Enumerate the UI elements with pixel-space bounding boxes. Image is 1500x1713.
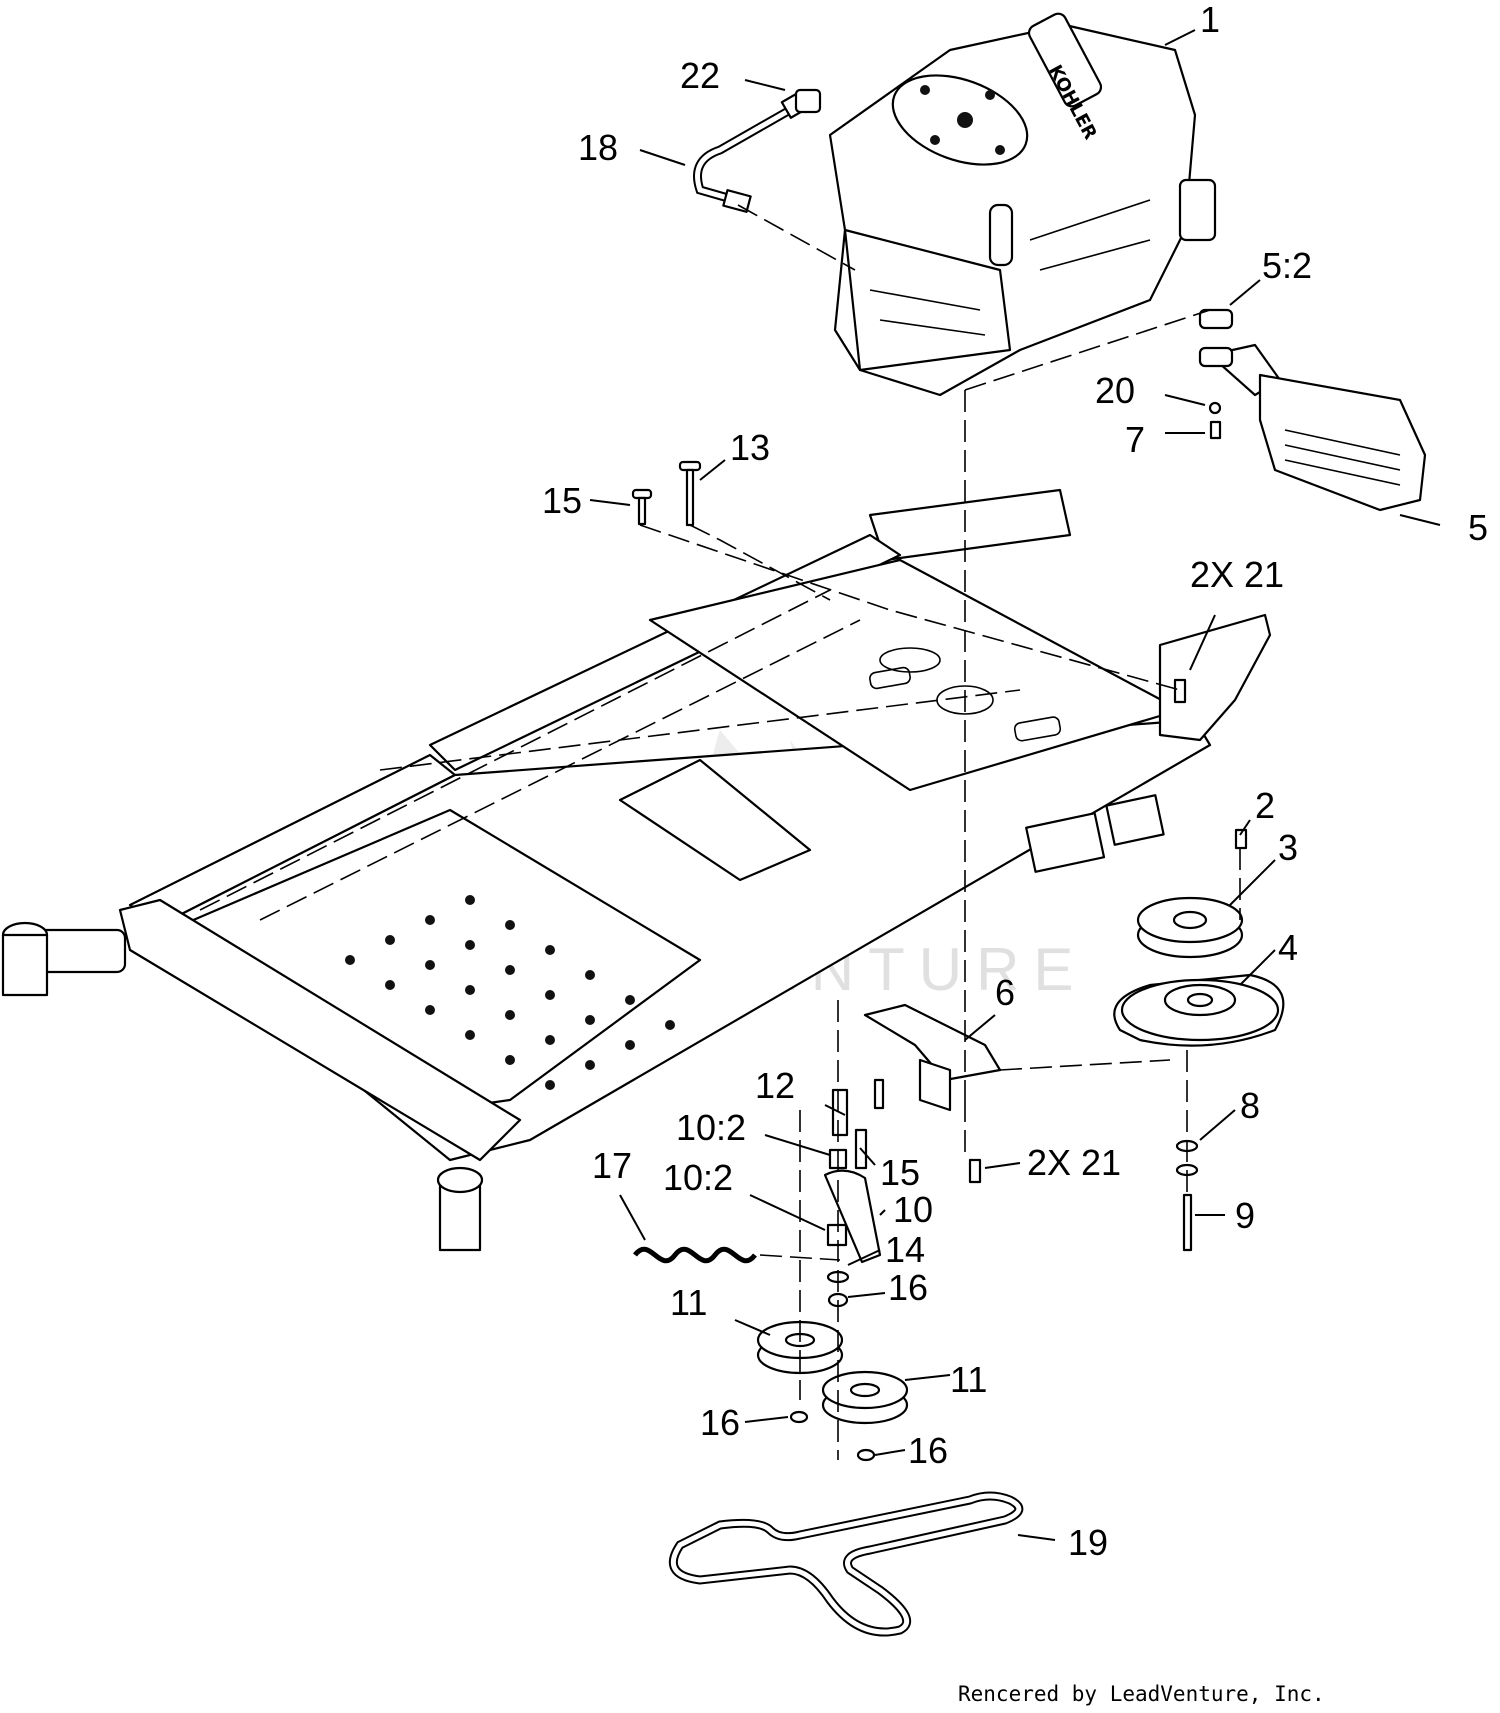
drive-belt [668, 1491, 1024, 1637]
idler-bracket [863, 1003, 1002, 1184]
callout-10-2-b: 10:2 [663, 1157, 733, 1198]
leader-lines [589, 29, 1441, 1541]
pto-clutch-assembly [1113, 828, 1285, 1252]
callout-2x21-top: 2X 21 [1190, 554, 1284, 595]
chassis-frame [1, 488, 1272, 1252]
callout-16-b: 16 [700, 1402, 740, 1443]
callout-16-c: 16 [908, 1430, 948, 1471]
callout-19: 19 [1068, 1522, 1108, 1563]
callout-20: 20 [1095, 370, 1135, 411]
callout-6: 6 [995, 972, 1015, 1013]
callout-16-a: 16 [888, 1267, 928, 1308]
callout-17: 17 [592, 1145, 632, 1186]
exhaust-gasket [1198, 308, 1234, 368]
callout-7: 7 [1125, 419, 1145, 460]
callout-18: 18 [578, 127, 618, 168]
muffler [1208, 343, 1427, 512]
floor-pan-holes [345, 895, 675, 1090]
engine: KOHLER [828, 12, 1217, 397]
gasket-hardware [1208, 401, 1222, 440]
callout-2x21-bot: 2X 21 [1027, 1142, 1121, 1183]
alignment-lines [639, 204, 1241, 1460]
callout-15-mid: 15 [880, 1152, 920, 1193]
callouts: 1 22 18 5:2 20 7 5 13 15 2X 21 2 3 4 6 1… [542, 0, 1488, 1563]
callout-11-a: 11 [670, 1282, 707, 1323]
spring [633, 1246, 841, 1264]
callout-10: 10 [893, 1189, 933, 1230]
callout-8: 8 [1240, 1085, 1260, 1126]
callout-13: 13 [730, 427, 770, 468]
callout-5: 5 [1468, 507, 1488, 548]
callout-5-2: 5:2 [1262, 245, 1312, 286]
fuel-fitting [794, 88, 822, 114]
idler-arm-assembly [823, 1088, 882, 1308]
render-credit: Rencered by LeadVenture, Inc. [958, 1682, 1325, 1706]
fuel-line [693, 91, 810, 213]
callout-14: 14 [885, 1229, 925, 1270]
callout-4: 4 [1278, 927, 1298, 968]
callout-9: 9 [1235, 1195, 1255, 1236]
idler-pulleys [756, 1320, 909, 1462]
callout-22: 22 [680, 55, 720, 96]
callout-3: 3 [1278, 827, 1298, 868]
callout-10-2-a: 10:2 [676, 1107, 746, 1148]
callout-11-b: 11 [950, 1359, 987, 1400]
callout-12: 12 [755, 1065, 795, 1106]
callout-1: 1 [1200, 0, 1220, 40]
callout-2: 2 [1255, 785, 1275, 826]
callout-15-top: 15 [542, 480, 582, 521]
